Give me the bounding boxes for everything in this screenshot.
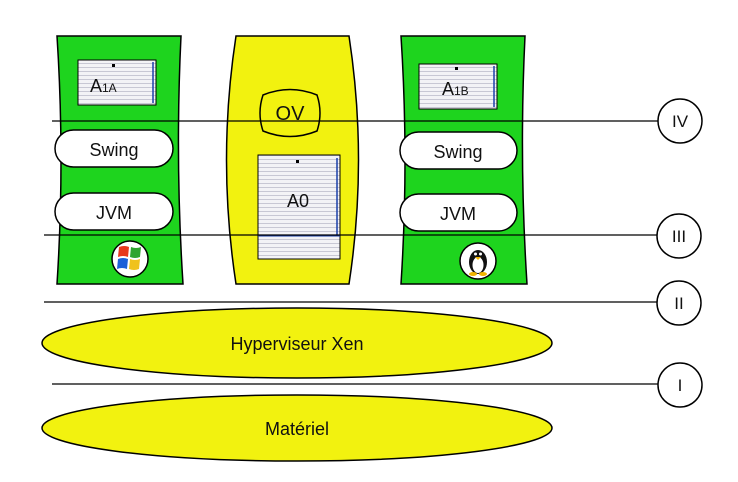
app-a1a-label-main: A: [90, 76, 102, 96]
windows-logo-icon: [111, 240, 149, 278]
vm-center: OV A0: [225, 35, 360, 285]
level-label-iv: IV: [672, 112, 689, 131]
vm-left: A 1A Swing JVM: [54, 35, 184, 285]
hardware-layer: Matériel: [41, 394, 553, 462]
app-a1b-label-sub: 1B: [454, 84, 469, 98]
jvm-right: JVM: [399, 193, 518, 232]
level-label-iii: III: [672, 227, 686, 246]
app-a0-label: A0: [287, 191, 309, 211]
level-label-ii: II: [674, 294, 683, 313]
app-window-a0: A0: [257, 154, 341, 260]
swing-left: Swing: [54, 129, 174, 168]
level-marker-iii: III: [656, 213, 702, 259]
vm-right: A 1B Swing JVM: [399, 35, 528, 285]
ov-label: OV: [276, 103, 306, 125]
swing-right-label: Swing: [433, 142, 482, 162]
jvm-right-label: JVM: [440, 204, 476, 224]
app-window-a1a: A 1A: [77, 59, 157, 106]
hypervisor-label: Hyperviseur Xen: [230, 334, 363, 354]
level-label-i: I: [678, 376, 683, 395]
jvm-left: JVM: [54, 192, 174, 231]
app-a1a-label-sub: 1A: [102, 81, 117, 95]
app-a1b-label-main: A: [442, 79, 454, 99]
app-window-a1b: A 1B: [418, 63, 498, 110]
jvm-left-label: JVM: [96, 203, 132, 223]
linux-penguin-icon: [459, 242, 497, 280]
swing-left-label: Swing: [89, 140, 138, 160]
ov-component: OV: [259, 88, 321, 138]
swing-right: Swing: [399, 131, 518, 170]
level-marker-i: I: [657, 362, 703, 408]
level-marker-iv: IV: [657, 98, 703, 144]
hardware-label: Matériel: [265, 419, 329, 439]
level-marker-ii: II: [656, 280, 702, 326]
hypervisor-layer: Hyperviseur Xen: [41, 307, 553, 379]
